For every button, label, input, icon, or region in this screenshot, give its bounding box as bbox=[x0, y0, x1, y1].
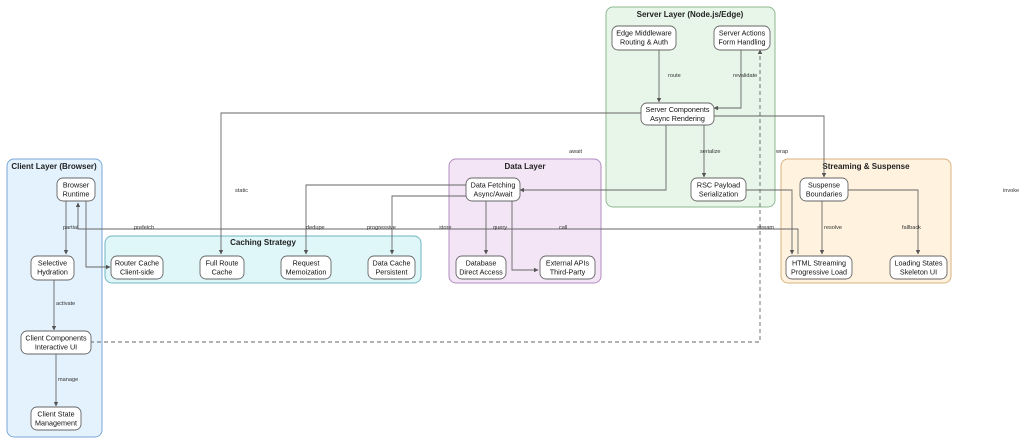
cluster-client-title: Client Layer (Browser) bbox=[11, 162, 97, 171]
node-data-fetching-line2: Async/Await bbox=[473, 190, 512, 199]
edge-data-fetching-to-request-memo bbox=[303, 184, 466, 255]
edge-html-streaming-to-browser bbox=[75, 202, 799, 254]
label-prefetch: prefetch bbox=[134, 225, 154, 231]
node-full-route-cache-line1: Full Route bbox=[206, 259, 239, 268]
node-router-cache-line1: Router Cache bbox=[115, 259, 159, 268]
node-rsc-payload-line1: RSC Payload bbox=[697, 181, 740, 190]
label-fallback: fallback bbox=[902, 225, 921, 231]
edge-server-components-to-full-route bbox=[218, 112, 641, 255]
node-selective-hydration-line1: Selective bbox=[38, 259, 67, 268]
label-partial: partial bbox=[63, 225, 78, 231]
edge-server-components-to-data-fetching bbox=[519, 125, 667, 193]
node-server-actions-line2: Form Handling bbox=[718, 38, 765, 47]
edge-labels: route revalidate serialize wrap await st… bbox=[56, 73, 1019, 383]
label-dedupe: dedupe bbox=[306, 225, 325, 231]
edge-data-fetching-to-external-apis bbox=[511, 201, 539, 273]
node-server-components-line1: Server Components bbox=[646, 105, 710, 114]
node-server-components-line2: Async Rendering bbox=[650, 114, 705, 123]
edge-suspense-to-loading-states bbox=[848, 189, 921, 255]
node-data-cache-line2: Persistent bbox=[376, 268, 408, 277]
node-request-memoization: Request Memoization bbox=[280, 255, 332, 280]
node-client-components-line1: Client Components bbox=[25, 334, 87, 343]
label-await: await bbox=[569, 149, 583, 155]
node-loading-states: Loading States Skeleton UI bbox=[889, 255, 948, 280]
node-server-actions-line1: Server Actions bbox=[719, 29, 766, 38]
label-activate: activate bbox=[56, 301, 75, 307]
node-html-streaming: HTML Streaming Progressive Load bbox=[785, 255, 853, 280]
node-html-streaming-line2: Progressive Load bbox=[791, 268, 847, 277]
node-selective-hydration-line2: Hydration bbox=[37, 268, 68, 277]
edge-rsc-to-html-streaming bbox=[746, 189, 795, 255]
node-loading-states-line1: Loading States bbox=[895, 259, 943, 268]
node-external-apis-line2: Third-Party bbox=[550, 268, 586, 277]
node-data-cache: Data Cache Persistent bbox=[367, 255, 416, 280]
label-static: static bbox=[235, 188, 248, 194]
label-serialize: serialize bbox=[700, 149, 721, 155]
edges bbox=[51, 49, 921, 407]
node-data-fetching: Data Fetching Async/Await bbox=[465, 177, 521, 202]
node-rsc-payload: RSC Payload Serialization bbox=[690, 177, 747, 202]
cluster-cache-box bbox=[104, 235, 422, 284]
node-router-cache: Router Cache Client-side bbox=[110, 255, 164, 280]
node-client-components: Client Components Interactive UI bbox=[20, 330, 92, 355]
node-html-streaming-line1: HTML Streaming bbox=[792, 259, 846, 268]
node-browser-runtime-line2: Runtime bbox=[63, 190, 90, 199]
node-database: Database Direct Access bbox=[455, 255, 507, 280]
node-request-memoization-line2: Memoization bbox=[286, 268, 327, 277]
node-router-cache-line2: Client-side bbox=[120, 268, 154, 277]
cluster-server-title: Server Layer (Node.js/Edge) bbox=[637, 10, 744, 19]
cluster-cache-title: Caching Strategy bbox=[230, 238, 296, 247]
label-query: query bbox=[493, 225, 507, 231]
node-loading-states-line2: Skeleton UI bbox=[900, 268, 937, 277]
node-request-memoization-line1: Request bbox=[293, 259, 320, 268]
edge-client-components-to-server-actions bbox=[90, 49, 763, 343]
cluster-data-title: Data Layer bbox=[505, 162, 546, 171]
node-client-state-line2: Management bbox=[35, 419, 77, 428]
node-full-route-cache: Full Route Cache bbox=[199, 255, 245, 280]
node-edge-middleware-line2: Routing & Auth bbox=[620, 38, 668, 47]
label-resolve: resolve bbox=[824, 225, 842, 231]
node-server-components: Server Components Async Rendering bbox=[640, 102, 715, 126]
node-client-state: Client State Management bbox=[30, 406, 82, 431]
node-rsc-payload-line2: Serialization bbox=[699, 190, 738, 199]
node-client-state-line1: Client State bbox=[37, 410, 74, 419]
node-suspense: Suspense Boundaries bbox=[799, 177, 849, 202]
label-store: store bbox=[439, 225, 451, 231]
label-route: route bbox=[668, 73, 681, 79]
label-wrap: wrap bbox=[775, 149, 788, 155]
label-revalidate: revalidate bbox=[733, 73, 757, 79]
node-edge-middleware-line1: Edge Middleware bbox=[616, 29, 672, 38]
edge-actions-to-server-components bbox=[713, 50, 742, 111]
node-database-line2: Direct Access bbox=[459, 268, 503, 277]
node-external-apis: External APIs Third-Party bbox=[539, 255, 596, 280]
edge-browser-to-router-cache bbox=[85, 201, 111, 270]
nodes: Browser Runtime Selective Hydration Clie… bbox=[20, 25, 948, 431]
label-progressive: progressive bbox=[367, 225, 396, 231]
node-client-components-line2: Interactive UI bbox=[35, 343, 77, 352]
label-manage: manage bbox=[58, 377, 78, 383]
node-suspense-line1: Suspense bbox=[808, 181, 840, 190]
node-data-cache-line1: Data Cache bbox=[373, 259, 411, 268]
node-external-apis-line1: External APIs bbox=[546, 259, 590, 268]
label-invoke: invoke bbox=[1003, 188, 1019, 194]
node-suspense-line2: Boundaries bbox=[806, 190, 843, 199]
node-browser-runtime: Browser Runtime bbox=[56, 177, 96, 202]
label-call: call bbox=[559, 225, 567, 231]
node-browser-runtime-line1: Browser bbox=[63, 181, 90, 190]
node-edge-middleware: Edge Middleware Routing & Auth bbox=[611, 25, 677, 51]
edge-server-components-to-suspense bbox=[714, 115, 827, 178]
node-full-route-cache-line2: Cache bbox=[212, 268, 233, 277]
node-selective-hydration: Selective Hydration bbox=[30, 255, 75, 281]
node-data-fetching-line1: Data Fetching bbox=[471, 181, 516, 190]
cluster-cache: Caching Strategy bbox=[104, 235, 422, 284]
label-stream: stream bbox=[757, 225, 774, 231]
node-server-actions: Server Actions Form Handling bbox=[713, 25, 771, 51]
cluster-stream-title: Streaming & Suspense bbox=[822, 162, 910, 171]
edge-data-fetching-to-data-cache bbox=[389, 195, 468, 255]
node-database-line1: Database bbox=[466, 259, 497, 268]
